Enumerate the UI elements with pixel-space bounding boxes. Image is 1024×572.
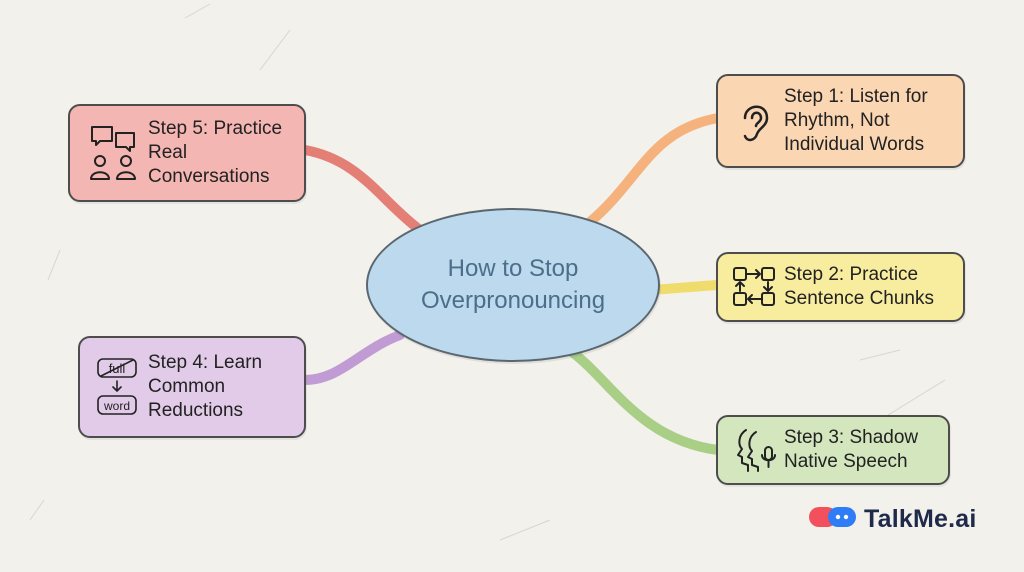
background-scribbles: [29, 3, 946, 541]
icon-full-text: full: [109, 361, 126, 376]
step-3-label: Step 3: Shadow Native Speech: [784, 427, 919, 472]
chunks-icon: [726, 265, 784, 309]
central-topic-label: How to Stop Overpronouncing: [420, 255, 606, 314]
brand-name: TalkMe.ai: [864, 505, 977, 533]
conversation-icon: [80, 123, 148, 183]
connector-step-1: [585, 113, 723, 227]
step-2-node: Step 2: Practice Sentence Chunks: [716, 252, 965, 322]
shadow-speech-icon: [726, 427, 784, 473]
step-5-node: Step 5: Practice Real Conversations: [68, 104, 306, 202]
talkme-logo-icon: [808, 504, 858, 535]
step-1-label: Step 1: Listen for Rhythm, Not Individua…: [784, 86, 928, 155]
step-2-label: Step 2: Practice Sentence Chunks: [784, 264, 934, 309]
connector-step-2: [647, 280, 723, 295]
connector-step-4: [300, 330, 405, 385]
step-4-label: Step 4: Learn Common Reductions: [148, 352, 263, 421]
brand: TalkMe.ai: [808, 504, 977, 535]
step-3-node: Step 3: Shadow Native Speech: [716, 415, 950, 485]
step-1-node: Step 1: Listen for Rhythm, Not Individua…: [716, 74, 965, 168]
reduction-icon: full word: [86, 356, 148, 418]
step-4-node: full word Step 4: Learn Common Reduction…: [78, 336, 306, 438]
connector-step-3: [567, 347, 723, 455]
icon-word-text: word: [103, 399, 130, 413]
central-topic-node: How to Stop Overpronouncing: [366, 208, 660, 362]
connector-step-5: [300, 145, 425, 235]
step-5-label: Step 5: Practice Real Conversations: [148, 118, 283, 187]
ear-icon: [726, 96, 784, 146]
